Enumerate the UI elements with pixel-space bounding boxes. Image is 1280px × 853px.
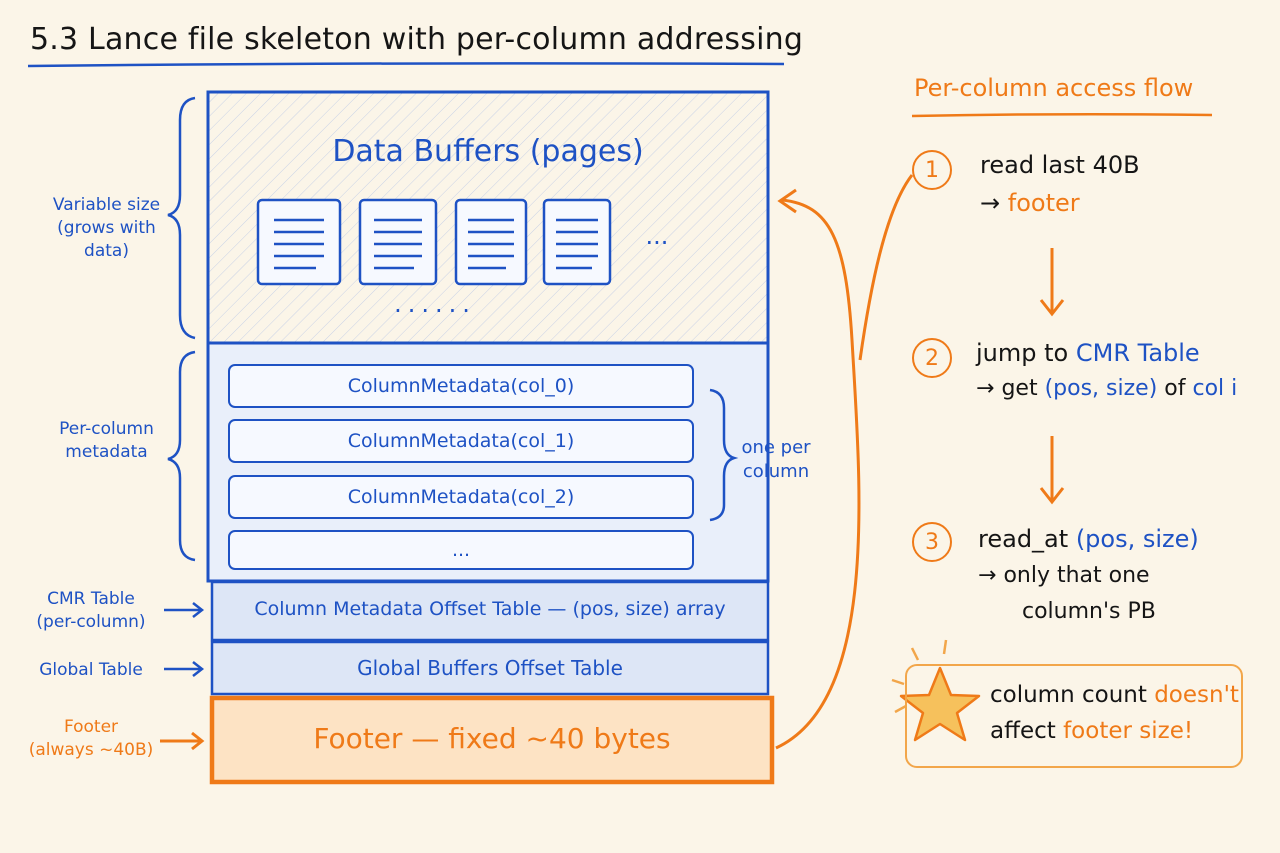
page-icon-4 bbox=[542, 198, 612, 286]
label-variable-size: Variable size (grows with data) bbox=[52, 195, 161, 261]
note-line1: column count doesn't bbox=[990, 682, 1239, 708]
brace-metadata bbox=[167, 350, 196, 562]
column-metadata-row: ColumnMetadata(col_0) bbox=[228, 364, 694, 408]
brace-one-per-column bbox=[709, 388, 739, 522]
step-2-line1: jump to CMR Table bbox=[976, 339, 1200, 367]
column-metadata-row: ColumnMetadata(col_1) bbox=[228, 419, 694, 463]
step1-connector bbox=[858, 174, 914, 361]
data-buffers-ellipsis-bottom: ...... bbox=[394, 290, 476, 318]
arrow-footer bbox=[160, 731, 205, 751]
column-metadata-row-ellipsis: ... bbox=[228, 530, 694, 570]
footer-to-buffers-curve bbox=[775, 198, 861, 750]
star-icon bbox=[899, 666, 981, 742]
step-2-text: jump to CMR Table → get (pos, size) of c… bbox=[976, 335, 1237, 406]
data-buffers-ellipsis-right: ... bbox=[645, 222, 669, 250]
label-per-column-metadata: Per-column metadata bbox=[59, 419, 154, 462]
step-1-line1: read last 40B bbox=[980, 151, 1140, 179]
page-icon-3 bbox=[454, 198, 528, 286]
step-1-number: 1 bbox=[912, 150, 952, 190]
label-footer: Footer (always ~40B) bbox=[28, 717, 154, 760]
label-global-table: Global Table bbox=[39, 660, 143, 680]
footer-box bbox=[209, 695, 775, 785]
step-1-line2: → footer bbox=[980, 184, 1140, 222]
cmo-table-box bbox=[210, 580, 770, 642]
step-3-line3: column's PB bbox=[1022, 598, 1156, 624]
step-3-line2: → only that one bbox=[978, 563, 1150, 589]
down-arrow-2 bbox=[1039, 436, 1065, 505]
step-1-footer: footer bbox=[1007, 189, 1080, 218]
brace-variable-size bbox=[167, 96, 196, 340]
step-2-line2: → get (pos, size) of col i bbox=[976, 376, 1238, 402]
global-buffers-box bbox=[210, 640, 770, 696]
title-underline bbox=[27, 62, 785, 68]
flow-heading: Per-column access flow bbox=[914, 74, 1194, 102]
step-3-number: 3 bbox=[912, 522, 952, 562]
page-icon-1 bbox=[256, 198, 342, 286]
flow-heading-underline bbox=[911, 112, 1213, 118]
footer-label: Footer — fixed ~40 bytes bbox=[313, 722, 671, 755]
global-buffers-label: Global Buffers Offset Table bbox=[357, 656, 623, 680]
page-title: 5.3 Lance file skeleton with per-column … bbox=[30, 22, 804, 57]
note-text: column count doesn't affect footer size! bbox=[990, 678, 1239, 749]
step-3-text: read_at (pos, size) → only that one colu… bbox=[978, 520, 1199, 629]
down-arrow-1 bbox=[1039, 248, 1065, 317]
note-line2: affect footer size! bbox=[990, 717, 1194, 744]
label-one-per-column: one per column bbox=[741, 437, 811, 483]
step-1-arrow: → bbox=[980, 189, 1001, 218]
cmo-table-label: Column Metadata Offset Table — (pos, siz… bbox=[254, 598, 726, 620]
data-buffers-title: Data Buffers (pages) bbox=[332, 134, 644, 169]
step-1-text: read last 40B → footer bbox=[980, 146, 1140, 223]
arrow-cmr bbox=[164, 602, 205, 618]
page-icon-2 bbox=[358, 198, 438, 286]
step-3-line1: read_at (pos, size) bbox=[978, 525, 1199, 553]
note-box bbox=[905, 664, 1243, 768]
label-cmr-table: CMR Table (per-column) bbox=[36, 589, 146, 632]
column-metadata-row: ColumnMetadata(col_2) bbox=[228, 475, 694, 519]
arrow-global bbox=[164, 661, 205, 677]
step-2-number: 2 bbox=[912, 338, 952, 378]
